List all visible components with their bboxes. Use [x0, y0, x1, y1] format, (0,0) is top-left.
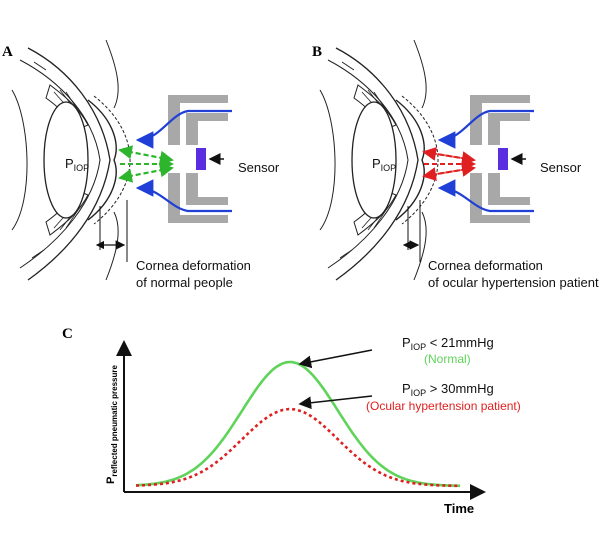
- caption-b-line1: Cornea deformation: [428, 258, 543, 273]
- hyper-peak-pointer: [298, 395, 373, 410]
- air-jet-top-b: [437, 109, 534, 149]
- panel-a-letter: A: [2, 44, 13, 60]
- panel-c-letter: C: [62, 326, 73, 342]
- air-jet-bottom-b: [437, 179, 534, 213]
- normal-pressure-curve: [135, 360, 461, 488]
- caption-a-line1: Cornea deformation: [136, 258, 251, 273]
- normal-note-desc: (Normal): [424, 352, 471, 366]
- panel-c: C Time Preflected pneumatic pressure PIO…: [62, 326, 521, 516]
- reflected-flow-hypertension: [422, 146, 476, 182]
- panel-b: B PIOP Sensor Cornea deformation of ocul…: [312, 39, 599, 290]
- iop-label-a: PIOP: [65, 156, 89, 173]
- reflected-flow-normal: [118, 145, 174, 183]
- hyper-note-desc: (Ocular hypertension patient): [366, 399, 521, 413]
- caption-b-line2: of ocular hypertension patient: [428, 275, 599, 290]
- air-jet-bottom-a: [135, 179, 232, 213]
- sensor-label-b: Sensor: [540, 160, 582, 175]
- air-nozzle-a: [168, 95, 228, 223]
- air-jet-top-a: [135, 109, 232, 149]
- air-nozzle-b: [470, 95, 530, 223]
- normal-note-value: PIOP < 21mmHg: [402, 335, 494, 352]
- hyper-note-value: PIOP > 30mmHg: [402, 381, 494, 398]
- caption-a-line2: of normal people: [136, 275, 233, 290]
- x-axis-label: Time: [444, 501, 474, 516]
- panel-b-letter: B: [312, 44, 322, 60]
- iop-label-b: PIOP: [372, 156, 396, 173]
- sensor-label-a: Sensor: [238, 160, 280, 175]
- y-axis-label: Preflected pneumatic pressure: [105, 365, 119, 484]
- normal-peak-pointer: [298, 349, 373, 369]
- hypertension-pressure-curve: [135, 407, 461, 488]
- panel-a: A PIOP Sensor Cornea deformation of norm…: [2, 39, 280, 290]
